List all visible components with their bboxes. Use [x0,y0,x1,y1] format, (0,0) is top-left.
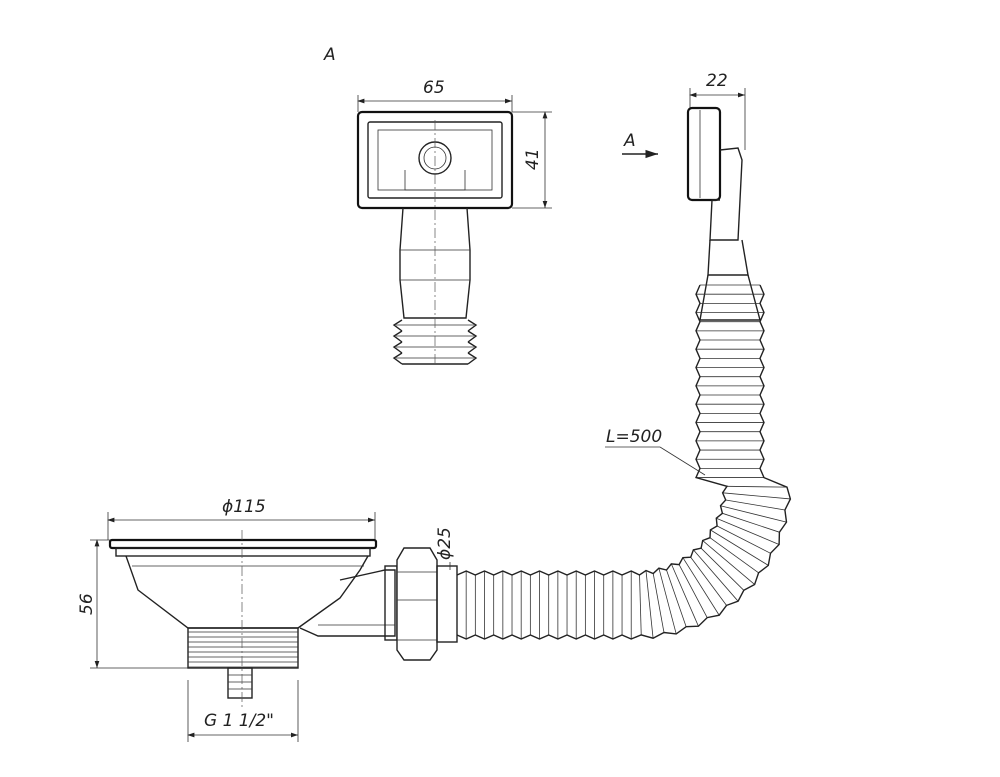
dimension-115: ϕ115 [222,497,266,517]
hose-rib [658,568,677,635]
hose-rib [722,512,780,533]
hose-rib [693,549,739,602]
dimension-41: 41 [523,148,543,170]
overflow-top-view: 65 41 [356,78,552,365]
dimension-56: 56 [77,593,97,615]
hose-rib [725,499,785,511]
hose-length-label: L=500 [606,427,662,447]
hose-rib [709,537,759,574]
hose-rib [682,557,720,616]
hose-rib [710,529,769,566]
hose-rib [726,485,787,488]
dimension-65: 65 [423,78,445,98]
hose-rib [716,525,771,554]
hose-rib [639,574,642,635]
hose-rib [690,556,727,606]
hose-rib [652,573,665,633]
hose-rib [716,517,780,545]
sink-strainer: ϕ115 56 G 1 1/2" [77,497,378,742]
dimension-22: 22 [706,71,728,91]
hose-rib [700,547,745,591]
overflow-side-view: 22 [686,71,761,321]
arrow-a-label: A [623,131,636,151]
hose-rib [645,570,654,639]
view-a-label: A [323,45,336,65]
dimension-25: ϕ25 [435,527,455,560]
hose-rib [670,563,699,627]
hose-rib [678,564,708,618]
hose-rib [666,569,687,627]
outlet-connector: ϕ25 [299,527,458,661]
hose-rib [702,540,755,585]
corrugated-hose [456,284,792,640]
thread-size-label: G 1 1/2" [204,711,274,731]
hose-rib [720,505,787,523]
hose-rib [722,492,791,500]
